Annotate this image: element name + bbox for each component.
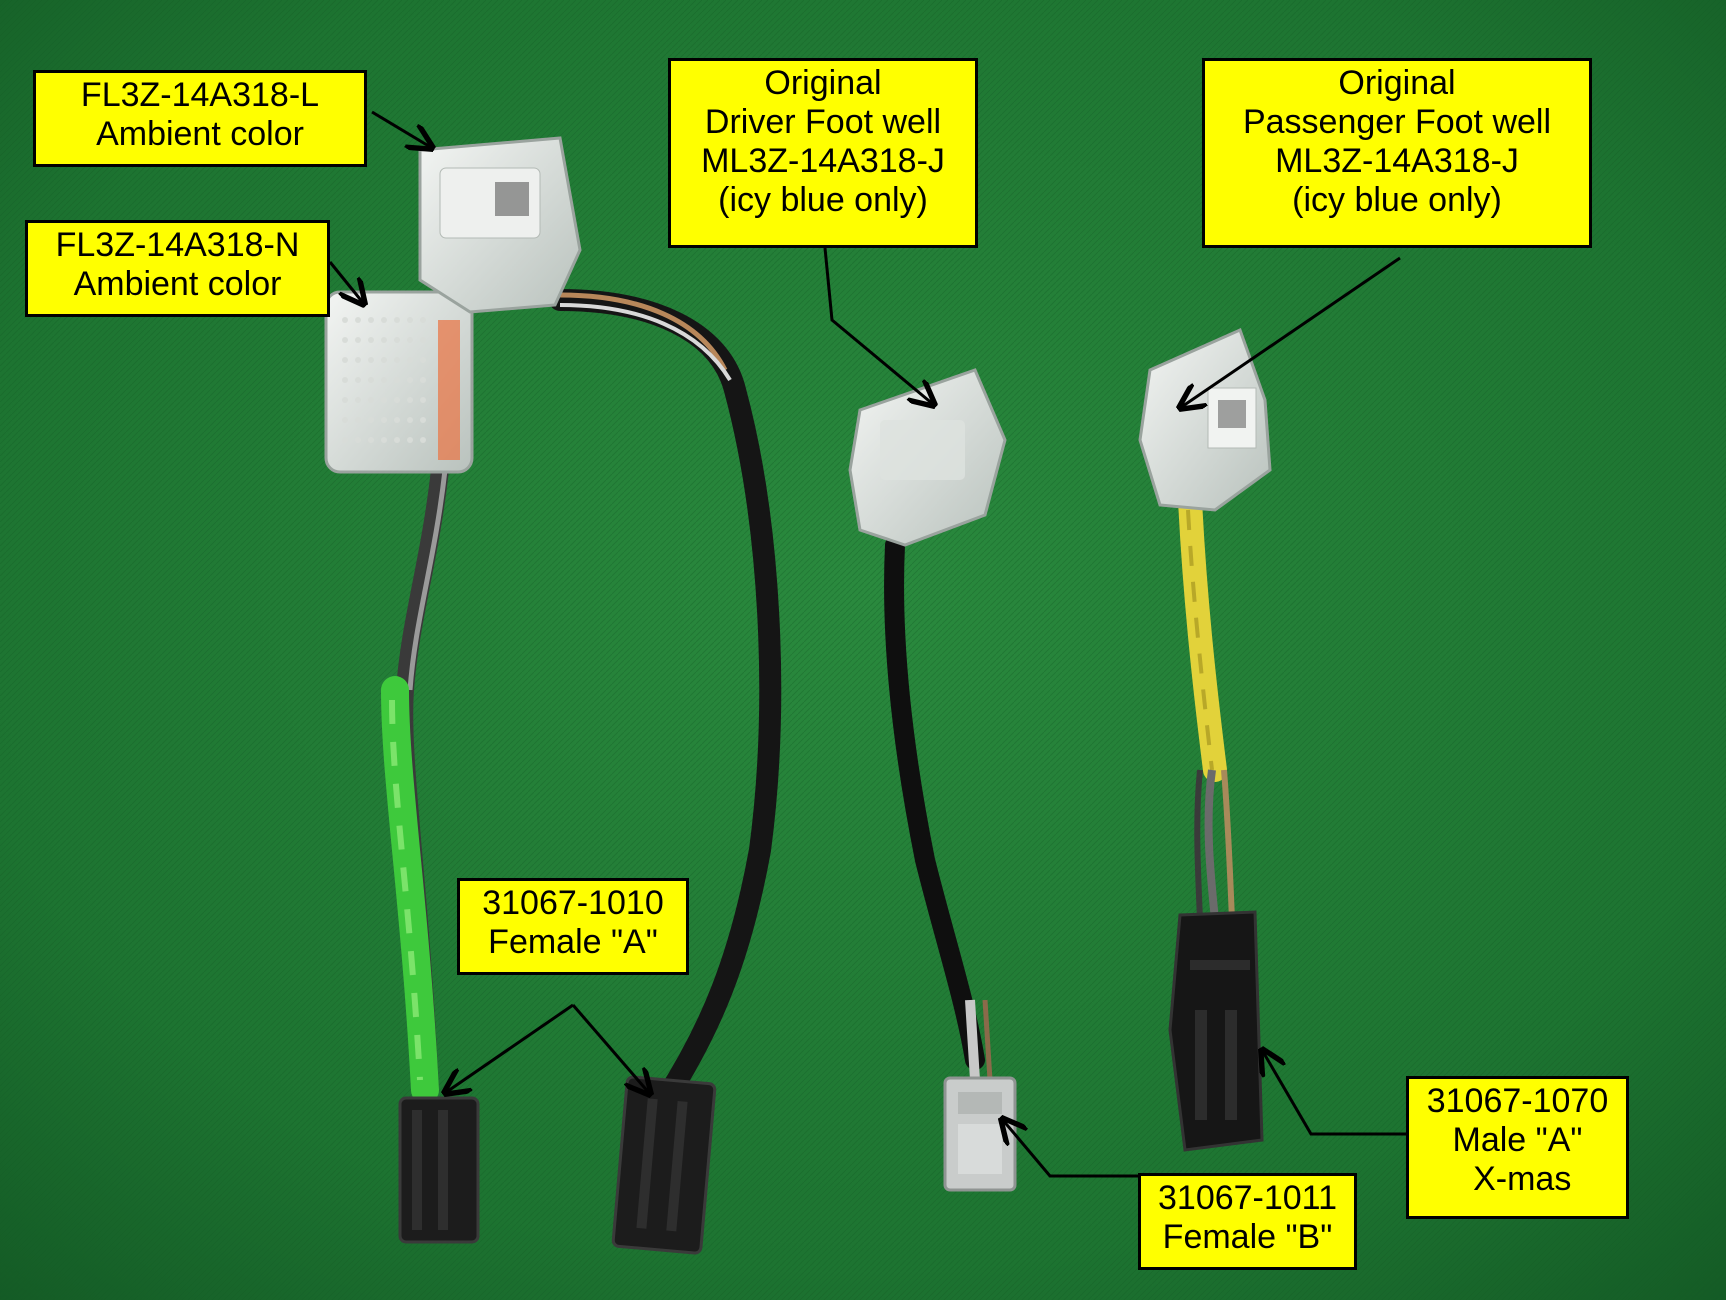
label-line: X-mas xyxy=(1463,1160,1572,1198)
label-line: Male "A" xyxy=(1452,1121,1583,1159)
pointer-lines xyxy=(328,110,1408,1178)
label-31067-1070-male-a: 31067-1070 Male "A" X-mas xyxy=(1406,1076,1629,1219)
label-line: Original xyxy=(764,64,882,102)
led-housing-fl3z-l xyxy=(418,136,582,314)
label-line: Passenger Foot well xyxy=(1242,103,1552,141)
label-line: (icy blue only) xyxy=(1292,181,1502,219)
led-housing-passenger xyxy=(1138,327,1272,512)
harness-driver-foot-well xyxy=(848,368,1017,1192)
label-31067-1010-female-a: 31067-1010 Female "A" xyxy=(457,878,689,975)
label-line: ML3Z-14A318-J xyxy=(701,142,945,180)
led-housing-fl3z-n xyxy=(324,290,474,474)
harness-passenger-foot-well xyxy=(1138,327,1272,1152)
label-line: FL3Z-14A318-N xyxy=(55,226,300,264)
label-original-passenger-foot-well: Original Passenger Foot well ML3Z-14A318… xyxy=(1202,58,1592,248)
label-line: FL3Z-14A318-L xyxy=(80,76,320,114)
connector-31067-1010-left xyxy=(398,1096,480,1244)
label-line: ML3Z-14A318-J xyxy=(1275,142,1519,180)
label-line: 31067-1011 xyxy=(1158,1179,1337,1217)
label-line: Ambient color xyxy=(73,265,282,303)
label-line: Female "B" xyxy=(1162,1218,1333,1256)
label-line: Female "A" xyxy=(488,923,658,961)
label-line: 31067-1010 xyxy=(482,884,664,922)
label-line: Original xyxy=(1338,64,1456,102)
label-original-driver-foot-well: Original Driver Foot well ML3Z-14A318-J … xyxy=(668,58,978,248)
led-housing-driver xyxy=(848,368,1007,547)
label-line: (icy blue only) xyxy=(718,181,928,219)
connector-31067-1070 xyxy=(1168,910,1264,1152)
label-line: Driver Foot well xyxy=(704,103,942,141)
harness-fl3z-n xyxy=(324,290,480,1244)
harness-fl3z-l xyxy=(418,136,782,1255)
label-fl3z-14a318-l: FL3Z-14A318-L Ambient color xyxy=(33,70,367,167)
label-31067-1011-female-b: 31067-1011 Female "B" xyxy=(1138,1173,1357,1270)
label-line: Ambient color xyxy=(96,115,304,153)
connector-31067-1011 xyxy=(943,1076,1017,1192)
label-fl3z-14a318-n: FL3Z-14A318-N Ambient color xyxy=(25,220,330,317)
connector-31067-1010-right xyxy=(611,1075,717,1255)
label-line: 31067-1070 xyxy=(1426,1082,1609,1120)
